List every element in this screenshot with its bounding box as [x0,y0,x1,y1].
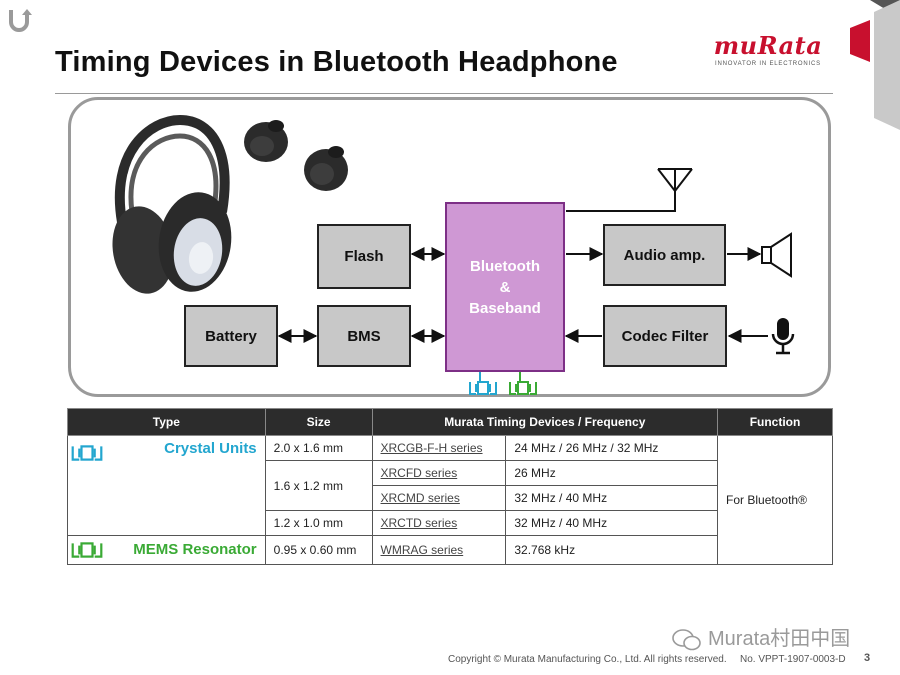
frequency-cell: 32 MHz / 40 MHz [505,485,719,511]
page-number: 3 [864,652,871,664]
table-row: MEMS Resonator 0.95 x 0.60 mm WMRAG seri… [67,535,833,565]
bluetooth-label-line3: Baseband [469,299,541,317]
codec-filter-block: Codec Filter [603,305,727,367]
header-type: Type [67,408,266,436]
series-cell: WMRAG series [371,535,507,565]
type-label-crystal: Crystal Units [164,440,257,457]
table-row: 1.2 x 1.0 mm XRCTD series 32 MHz / 40 MH… [68,510,833,536]
type-label-mems: MEMS Resonator [133,541,257,558]
series-link[interactable]: XRCMD series [380,491,460,505]
bms-block: BMS [317,305,411,367]
bluetooth-label-line2: & [499,278,511,296]
series-cell: XRCTD series [371,510,507,536]
frequency-cell: 32 MHz / 40 MHz [505,510,719,536]
wechat-watermark: Murata村田中国 [672,622,850,651]
frequency-cell: 32.768 kHz [505,535,719,565]
table-row: Crystal Units 2.0 x 1.6 mm XRCGB-F-H ser… [67,435,833,565]
timing-devices-table: Type Size Murata Timing Devices / Freque… [67,408,833,565]
header-size: Size [264,408,373,436]
table-header-row: Type Size Murata Timing Devices / Freque… [67,408,833,436]
series-link[interactable]: XRCFD series [380,466,458,480]
size-cell: 1.2 x 1.0 mm [264,510,373,536]
corner-decoration-icon [850,0,900,130]
series-cell: XRCGB-F-H series [371,435,507,461]
type-cell-crystal: Crystal Units [67,435,266,536]
size-cell: 1.6 x 1.2 mm [264,460,373,511]
footer-copyright: Copyright © Murata Manufacturing Co., Lt… [448,654,727,665]
speaker-icon [761,232,792,278]
mems-symbol-icon [509,381,537,395]
function-cell: For Bluetooth® [717,435,833,565]
brand-logo: muRata INNOVATOR IN ELECTRONICS [713,31,823,68]
crystal-symbol-icon [469,381,497,395]
table-row: XRCMD series 32 MHz / 40 MHz [68,485,833,511]
wechat-icon [672,628,701,651]
series-cell: XRCFD series [371,460,507,486]
brand-tagline: INNOVATOR IN ELECTRONICS [715,61,821,67]
corner-logo-icon [9,9,32,32]
antenna-icon [657,168,693,193]
mems-symbol-icon [71,542,103,558]
bluetooth-label-line1: Bluetooth [470,257,540,275]
footer-doc-number: No. VPPT-1907-0003-D [740,654,846,665]
title-divider [55,93,833,94]
series-link[interactable]: XRCGB-F-H series [380,441,483,455]
header-devices-frequency: Murata Timing Devices / Frequency [371,408,719,436]
series-link[interactable]: WMRAG series [380,543,464,557]
size-cell: 2.0 x 1.6 mm [264,435,373,461]
microphone-icon [771,318,795,355]
series-cell: XRCMD series [371,485,507,511]
flash-block: Flash [317,224,411,289]
table-row: 1.6 x 1.2 mm XRCFD series 26 MHz [68,460,833,511]
series-link[interactable]: XRCTD series [380,516,458,530]
brand-name: muRata [713,31,823,60]
wechat-account-name: Murata村田中国 [708,628,851,650]
headphone-image [112,114,232,294]
bluetooth-baseband-block: Bluetooth & Baseband [445,202,565,372]
header-function: Function [717,408,833,436]
audio-amp-block: Audio amp. [603,224,726,286]
crystal-symbol-icon [71,445,103,461]
frequency-cell: 26 MHz [505,460,719,486]
battery-block: Battery [184,305,278,367]
earbuds-image [244,120,348,191]
size-cell: 0.95 x 0.60 mm [264,535,373,565]
frequency-cell: 24 MHz / 26 MHz / 32 MHz [505,435,719,461]
type-cell-mems: MEMS Resonator [67,535,266,565]
slide-title: Timing Devices in Bluetooth Headphone [55,46,618,78]
